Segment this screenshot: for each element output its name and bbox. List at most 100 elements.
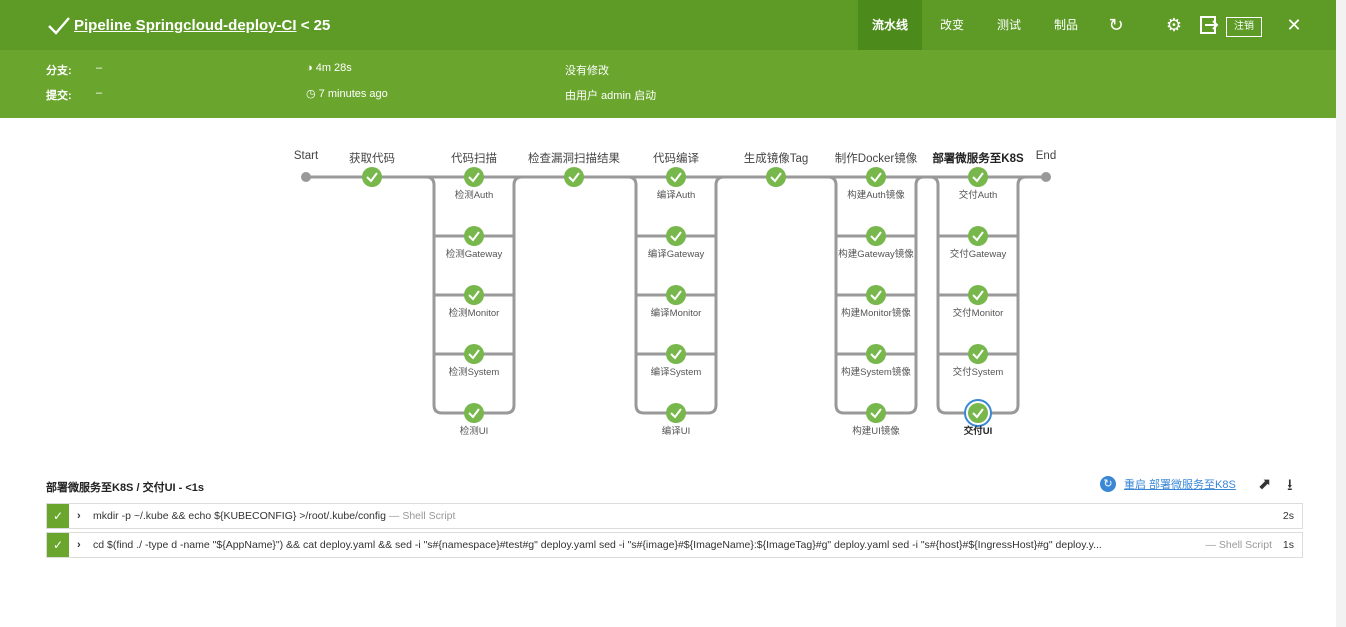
stage-node (866, 403, 886, 423)
exit-icon[interactable] (1198, 14, 1220, 36)
parallel-step-label[interactable]: 编译Auth (656, 190, 696, 201)
pipeline-link[interactable]: Pipeline Springcloud-deploy-CI (74, 17, 297, 34)
parallel-step-label[interactable]: 交付System (952, 367, 1004, 378)
step-type: — Shell Script (1205, 539, 1272, 551)
stage-node (464, 403, 484, 423)
success-check-icon (670, 408, 682, 419)
page-title: Pipeline Springcloud-deploy-CI < 25 (74, 17, 330, 34)
tab-artifacts[interactable]: 制品 (1054, 18, 1079, 32)
stage-node (866, 226, 886, 246)
parallel-step-label[interactable]: 构建UI镜像 (852, 426, 900, 437)
step-command: mkdir -p ~/.kube && echo ${KUBECONFIG} >… (93, 510, 386, 522)
chevron-right-icon[interactable]: › (77, 539, 81, 551)
started-by: 由用户 admin 启动 (565, 90, 657, 102)
stage-node (464, 167, 484, 187)
success-check-icon: ✓ (47, 533, 69, 557)
changes-text: 没有修改 (565, 65, 609, 77)
stage-label[interactable]: 代码编译 (653, 153, 699, 165)
restart-stage-link[interactable]: 重启 部署微服务至K8S (1124, 479, 1236, 491)
step-detail-title: 部署微服务至K8S / 交付UI - <1s (46, 482, 205, 494)
tab-tests[interactable]: 测试 (997, 18, 1022, 32)
stage-node (968, 167, 988, 187)
stage-node (866, 285, 886, 305)
success-check-icon (972, 290, 984, 301)
close-icon[interactable]: ✕ (1286, 15, 1302, 35)
success-check-icon (568, 172, 580, 183)
success-check-icon (670, 172, 682, 183)
parallel-step-label[interactable]: 交付UI (963, 426, 993, 437)
parallel-step-label[interactable]: 检测System (448, 367, 500, 378)
parallel-step-label[interactable]: 交付Auth (958, 190, 998, 201)
stage-label[interactable]: 制作Docker镜像 (834, 153, 918, 165)
step-row[interactable]: ✓ › mkdir -p ~/.kube && echo ${KUBECONFI… (46, 503, 1303, 529)
parallel-step-label[interactable]: 编译Gateway (647, 249, 705, 260)
branch-connector (676, 175, 725, 415)
stage-node (968, 226, 988, 246)
success-check-icon (468, 349, 480, 360)
duration: 4m 28s (315, 62, 352, 74)
parallel-step-label[interactable]: 构建System镜像 (841, 367, 911, 378)
parallel-step-label[interactable]: 交付Monitor (952, 308, 1004, 319)
branch-connector (827, 175, 876, 415)
download-icon[interactable]: ⭳ (1287, 477, 1293, 494)
pipeline-graph (301, 167, 1051, 427)
stage-label[interactable]: 部署微服务至K8S (932, 153, 1024, 165)
parallel-step-label[interactable]: 构建Auth镜像 (847, 190, 905, 201)
rerun-icon[interactable]: ↻ (1108, 15, 1124, 35)
stage-label[interactable]: 代码扫描 (451, 153, 497, 165)
tab-changes[interactable]: 改变 (940, 18, 965, 32)
stage-node (866, 344, 886, 364)
parallel-step-label[interactable]: 构建Gateway镜像 (838, 249, 914, 260)
stage-node (666, 285, 686, 305)
stage-label[interactable]: End (1035, 150, 1057, 162)
success-check-icon (366, 172, 378, 183)
parallel-step-label[interactable]: 编译Monitor (650, 308, 702, 319)
run-header: Pipeline Springcloud-deploy-CI < 25 流水线 … (0, 0, 1336, 118)
step-row[interactable]: ✓ › cd $(find ./ -type d -name "${AppNam… (46, 532, 1303, 558)
parallel-step-label[interactable]: 检测UI (459, 426, 489, 437)
success-check-icon (468, 231, 480, 242)
stage-label[interactable]: 检查漏洞扫描结果 (528, 153, 620, 165)
parallel-step-label[interactable]: 检测Monitor (448, 308, 500, 319)
stage-label[interactable]: 获取代码 (349, 153, 395, 165)
duration-icon: ◑ (306, 62, 313, 74)
success-check-icon (670, 231, 682, 242)
stage-node (464, 344, 484, 364)
clock-icon: ◷ (306, 88, 316, 100)
success-check-icon (870, 231, 882, 242)
open-external-icon[interactable]: ⬈ (1258, 476, 1272, 493)
success-check-icon (972, 408, 984, 419)
branch-value: – (96, 62, 103, 74)
restart-icon[interactable]: ↻ (1100, 476, 1116, 492)
success-check-icon (468, 172, 480, 183)
scrollbar[interactable] (1336, 0, 1346, 627)
end-node (1041, 172, 1051, 182)
stage-label[interactable]: Start (293, 150, 319, 162)
parallel-step-label[interactable]: 构建Monitor镜像 (841, 308, 911, 319)
success-check-icon (48, 17, 70, 35)
logout-button[interactable]: 注销 (1226, 17, 1262, 37)
success-check-icon (670, 290, 682, 301)
success-check-icon (972, 231, 984, 242)
parallel-step-label[interactable]: 交付Gateway (949, 249, 1007, 260)
stage-node (464, 285, 484, 305)
parallel-step-label[interactable]: 编译System (650, 367, 702, 378)
branch-connector (876, 175, 925, 415)
parallel-step-label[interactable]: 检测Auth (454, 190, 494, 201)
step-duration: 2s (1282, 510, 1294, 522)
success-check-icon (870, 349, 882, 360)
run-separator: < (300, 17, 310, 34)
success-check-icon (770, 172, 782, 183)
stage-node (564, 167, 584, 187)
stage-label[interactable]: 生成镜像Tag (743, 153, 809, 165)
chevron-right-icon[interactable]: › (77, 510, 81, 522)
tab-pipeline[interactable]: 流水线 (858, 0, 923, 50)
branch-connector (474, 175, 523, 415)
parallel-step-label[interactable]: 检测Gateway (445, 249, 503, 260)
top-bar: Pipeline Springcloud-deploy-CI < 25 流水线 … (0, 0, 1336, 50)
parallel-step-label[interactable]: 编译UI (661, 426, 691, 437)
stage-node (362, 167, 382, 187)
step-duration: 1s (1282, 539, 1294, 551)
gear-icon[interactable]: ⚙ (1165, 15, 1183, 35)
branch-connector (627, 175, 676, 415)
